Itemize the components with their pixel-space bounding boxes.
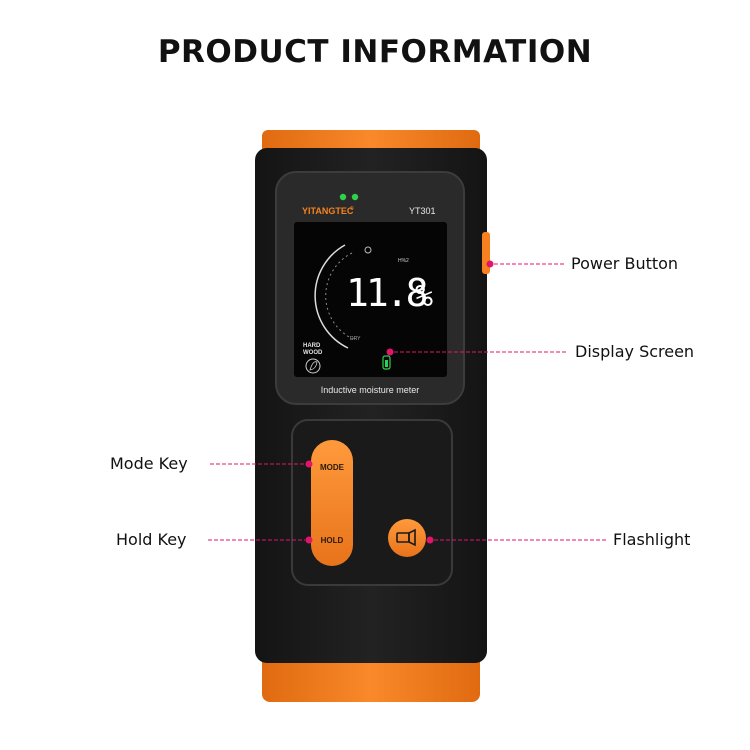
mode-key-label: MODE [320, 463, 345, 472]
status-led [351, 193, 359, 201]
mode-key-callout-label: Mode Key [110, 454, 188, 473]
droplet-icon [364, 246, 372, 254]
power-button-label: Power Button [571, 254, 679, 273]
battery-icon [382, 355, 391, 370]
scale-label: DRY [350, 336, 361, 342]
power-button[interactable] [482, 232, 490, 274]
callout-mode [210, 460, 313, 468]
display-screen-label: Display Screen [575, 342, 695, 361]
material-line1: HARD [303, 343, 321, 349]
status-led [339, 193, 347, 201]
flashlight-button[interactable] [388, 519, 426, 557]
display-footer: Inductive moisture meter [321, 385, 420, 395]
page-title: PRODUCT INFORMATION [157, 34, 593, 70]
flashlight-icon [396, 528, 416, 547]
hold-key-callout-label: Hold Key [116, 530, 187, 549]
callout-power [486, 260, 565, 268]
model-label: YT301 [409, 206, 436, 216]
hold-key-label: HOLD [321, 536, 344, 545]
leaf-icon [305, 358, 321, 374]
moisture-unit: % [415, 279, 433, 314]
brand-logo: YITANGTEC [302, 206, 354, 216]
moisture-reading: 11.8 [346, 271, 427, 315]
display-screen [294, 222, 447, 377]
material-line2: WOOD [303, 350, 323, 356]
gauge-arc [314, 244, 349, 349]
unit-badge: H%2 [398, 258, 409, 264]
brand-mark: ® [350, 205, 354, 212]
mode-hold-key[interactable] [311, 440, 353, 566]
callout-display [386, 348, 568, 356]
callout-hold [208, 536, 313, 544]
callout-flashlight [426, 536, 606, 544]
flashlight-label: Flashlight [613, 530, 691, 549]
